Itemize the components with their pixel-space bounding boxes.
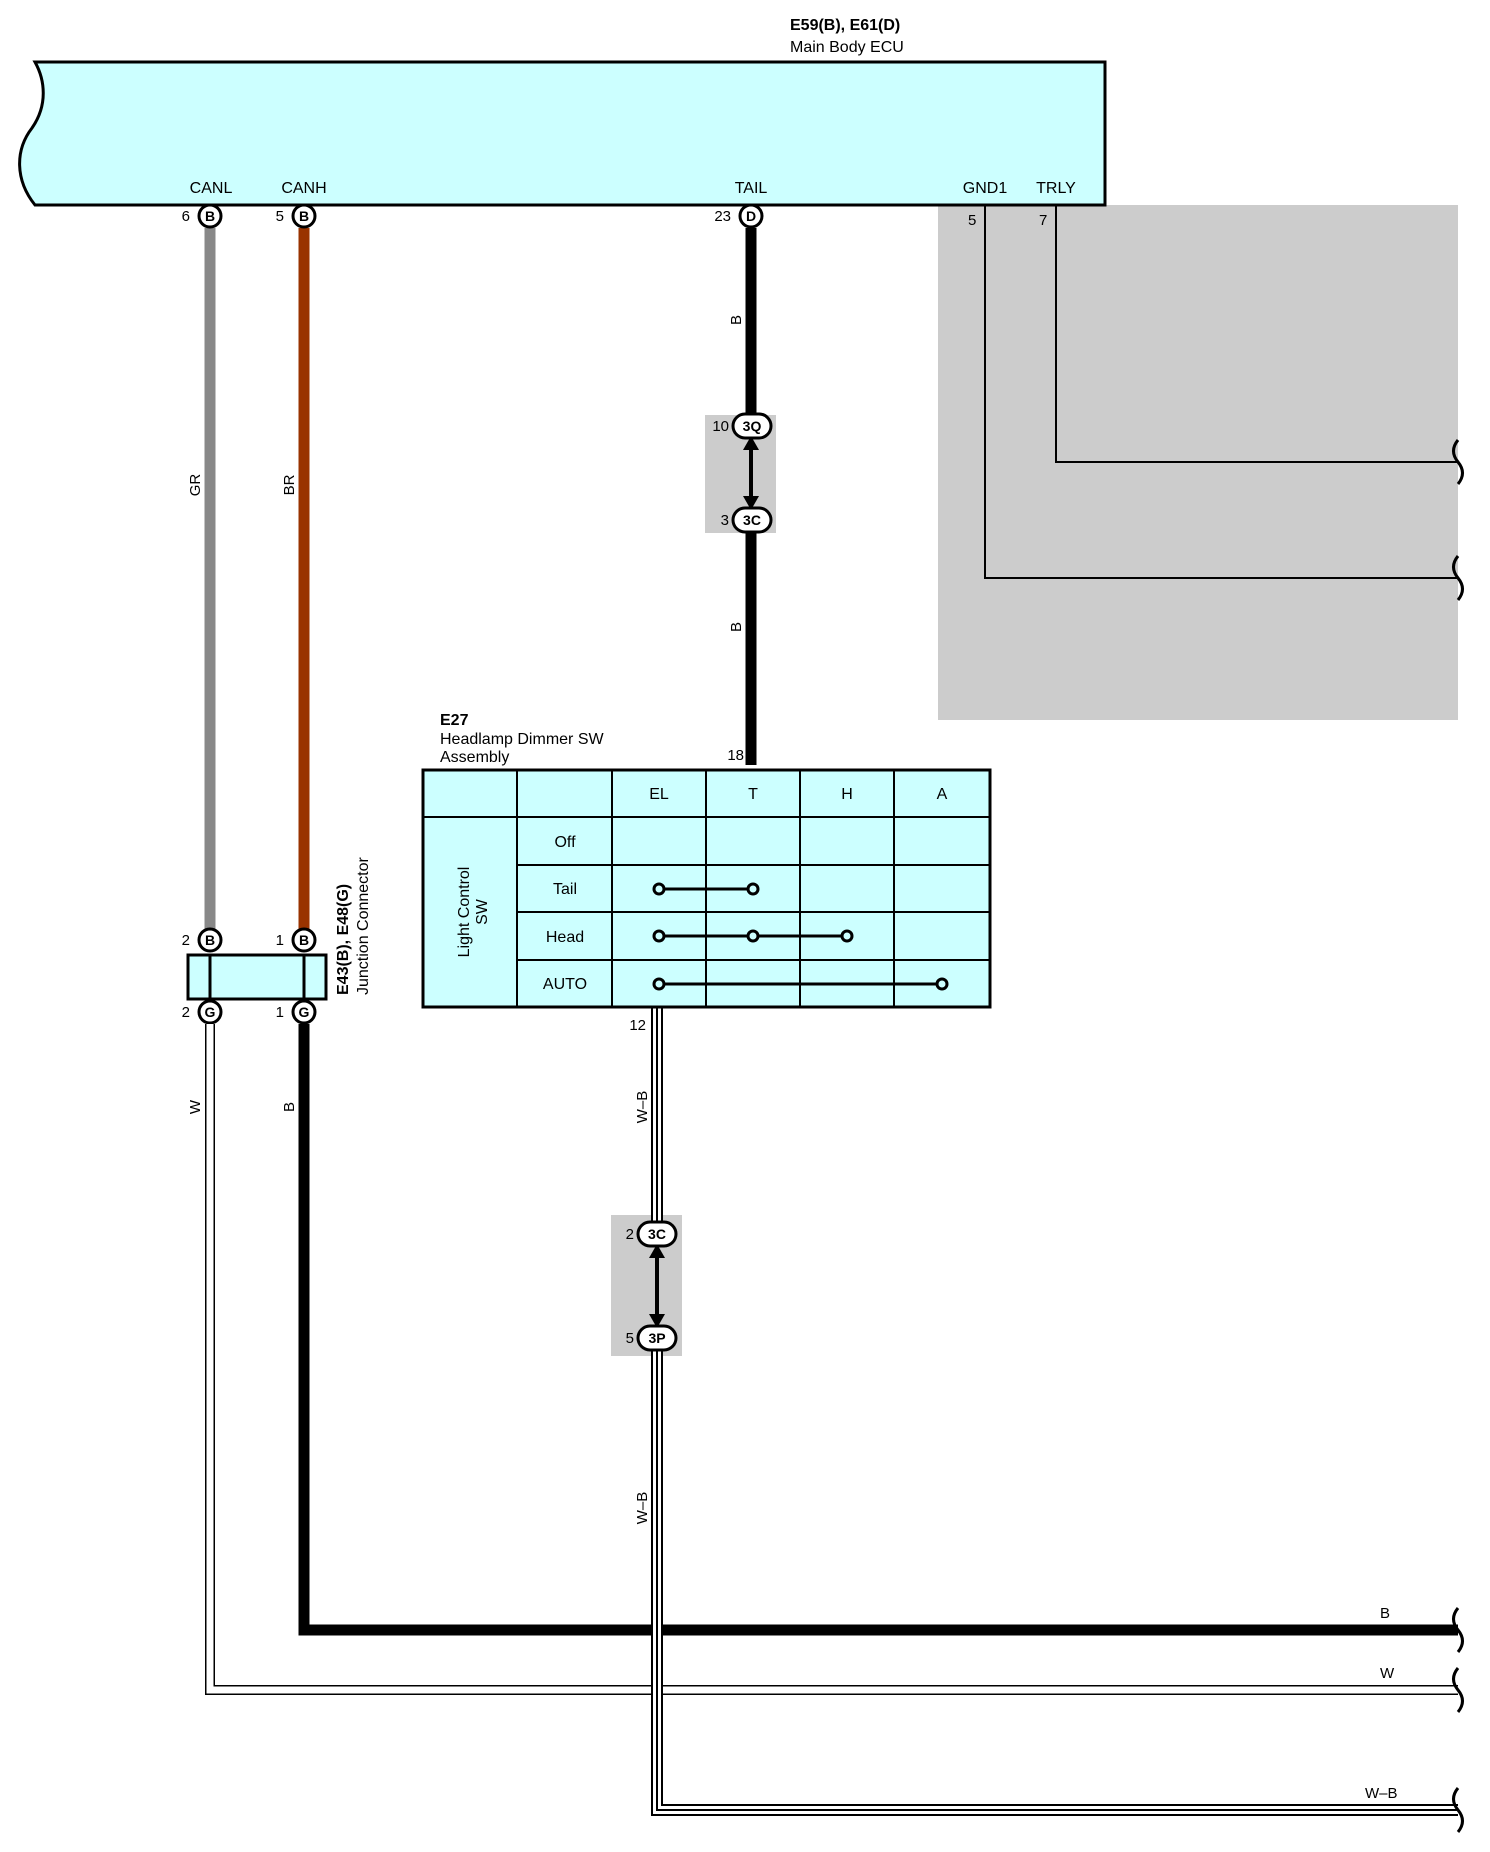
ecu-pin-tail-name: TAIL (735, 180, 768, 197)
switch-continuity-point (746, 929, 760, 943)
switch-continuity-point (840, 929, 854, 943)
wire-jc-b (298, 1024, 1458, 1636)
inline-1-top-num: 10 (712, 418, 729, 435)
svg-text:B: B (205, 932, 215, 948)
inline-2-bottom-num: 5 (626, 1330, 634, 1347)
switch-row-off: Off (554, 834, 576, 851)
svg-text:B: B (299, 208, 309, 224)
svg-text:D: D (746, 208, 756, 224)
switch-col-el: EL (649, 786, 669, 803)
wire-jc-w (206, 1024, 1458, 1694)
wire-canl-label: GR (187, 474, 204, 497)
ecu-pin-canh-name: CANH (281, 180, 326, 197)
switch-col-a: A (937, 786, 948, 803)
switch-continuity-point (652, 977, 666, 991)
wire-trly (1055, 205, 1458, 463)
svg-text:G: G (205, 1004, 216, 1020)
switch-continuity-point (935, 977, 949, 991)
ecu-pin-canh-num: 5 (276, 208, 284, 225)
switch-group-label-line2: SW (474, 898, 491, 925)
ecu-pin-canl-name: CANL (190, 180, 233, 197)
wire-out-b-label: B (1380, 1605, 1390, 1622)
inline-1-bottom-conn: 3C (743, 512, 761, 528)
svg-text:B: B (299, 932, 309, 948)
ecu-pin-gnd1-num: 5 (968, 212, 976, 229)
wire-out-wb-label: W–B (1365, 1785, 1398, 1802)
ecu-socket-canh: B 5 (276, 203, 317, 229)
wire-gnd1 (984, 205, 1458, 579)
switch-col-t: T (748, 786, 758, 803)
ecu-pin-trly-name: TRLY (1036, 180, 1076, 197)
inline-2-top-conn: 3C (648, 1226, 666, 1242)
switch-continuity-point (652, 929, 666, 943)
inline-connector-1: 3Q 10 3C 3 (712, 412, 773, 534)
ecu-socket-canl: B 6 (182, 203, 223, 229)
switch-name-line2: Assembly (440, 749, 509, 766)
main-body-ecu-box (18, 60, 1107, 207)
inline-connector-2: 3C 2 3P 5 (626, 1220, 678, 1352)
switch-continuity-point (746, 882, 760, 896)
wire-sw-wb-upper-label: W–B (634, 1091, 651, 1124)
break-mark-trly (1452, 439, 1464, 485)
switch-continuity-point (652, 882, 666, 896)
switch-code: E27 (440, 712, 469, 729)
break-mark-gnd1 (1452, 555, 1464, 601)
junction-name: Junction Connector (355, 856, 372, 995)
ecu-pin-canl-num: 6 (182, 208, 190, 225)
switch-row-head: Head (546, 929, 584, 946)
switch-table: EL T H A Off Tail Head AUTO Light Contro… (421, 768, 992, 1009)
ecu-name: Main Body ECU (790, 39, 904, 56)
wire-tail-lower-label: B (728, 622, 745, 632)
svg-text:1: 1 (276, 1004, 284, 1021)
ecu-pin-trly-num: 7 (1039, 212, 1047, 229)
break-mark-w (1452, 1667, 1464, 1713)
junction-connector: B 2 B 1 G 2 G 1 E43(B), E48(G) Junction … (182, 856, 372, 1025)
inline-2-top-num: 2 (626, 1226, 634, 1243)
wire-jc-w-outline (205, 1024, 1458, 1695)
switch-pin-bottom: 12 (629, 1017, 646, 1034)
break-mark-b (1452, 1607, 1464, 1653)
junction-codes: E43(B), E48(G) (335, 884, 352, 995)
switch-row-tail: Tail (553, 881, 577, 898)
switch-col-h: H (841, 786, 853, 803)
ecu-pin-gnd1-name: GND1 (963, 180, 1008, 197)
break-mark-wb (1452, 1787, 1464, 1833)
inline-1-top-conn: 3Q (743, 418, 762, 434)
wire-tail-upper-label: B (728, 315, 745, 325)
svg-text:G: G (299, 1004, 310, 1020)
switch-row-auto: AUTO (543, 976, 587, 993)
inline-2-bottom-conn: 3P (648, 1330, 665, 1346)
wire-canh-label: BR (281, 474, 298, 495)
wire-jc-b-label: B (281, 1102, 298, 1112)
switch-connections (652, 882, 949, 991)
wire-out-w-label: W (1380, 1665, 1395, 1682)
svg-text:2: 2 (182, 1004, 190, 1021)
ecu-codes: E59(B), E61(D) (790, 17, 900, 34)
ecu-pin-tail-num: 23 (714, 208, 731, 225)
wire-jc-w-label: W (187, 1099, 204, 1114)
inline-1-bottom-num: 3 (721, 512, 729, 529)
ecu-socket-tail: D 23 (714, 203, 764, 229)
switch-name-line1: Headlamp Dimmer SW (440, 731, 604, 748)
svg-text:B: B (205, 208, 215, 224)
wire-sw-wb-lower-label: W–B (634, 1492, 651, 1525)
switch-group-label-line1: Light Control (456, 867, 473, 958)
svg-text:2: 2 (182, 932, 190, 949)
svg-text:1: 1 (276, 932, 284, 949)
switch-pin-top: 18 (727, 747, 744, 764)
